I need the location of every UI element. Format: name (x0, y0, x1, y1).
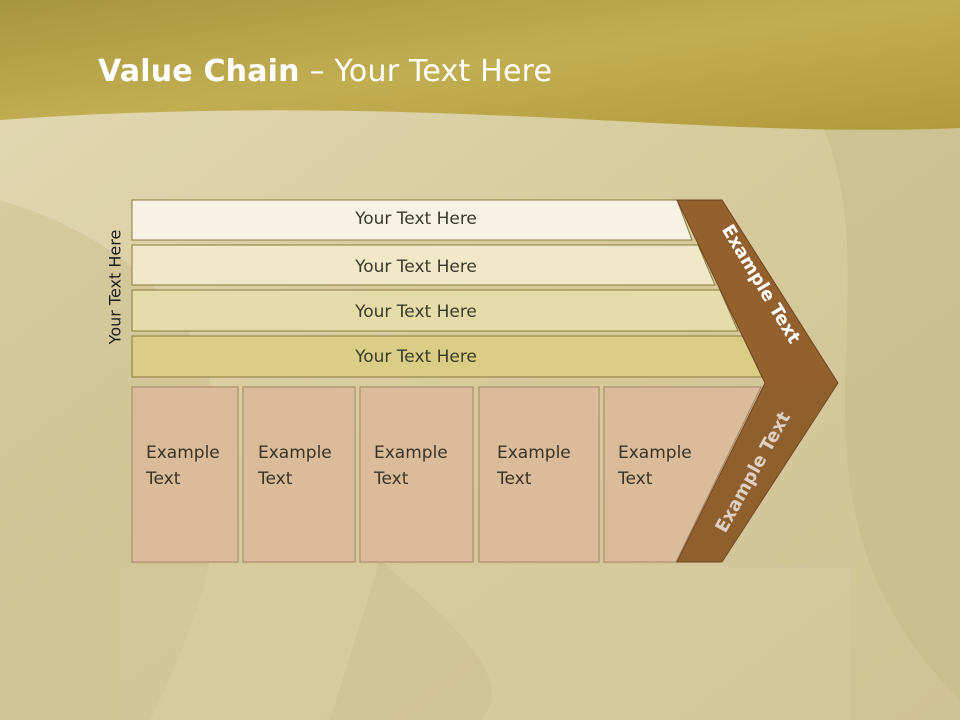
reflection-box-1-line1: Example (146, 443, 220, 463)
row-2-shape (131, 244, 716, 286)
reflection-box-2-line2: Text (257, 469, 293, 489)
diagram-reflection: Example Text Example Text Example Text E… (132, 383, 838, 562)
reflection-box-3 (360, 387, 473, 562)
reflection-box-3-line1: Example (374, 443, 448, 463)
reflection-box-2 (243, 387, 355, 562)
page-title: Value Chain – Your Text Here (98, 54, 552, 89)
box-3-line1: Example (374, 443, 448, 463)
reflection-box-5-line1: Example (618, 443, 692, 463)
row-3-shape (131, 289, 739, 332)
chevron-shape (676, 199, 839, 563)
reflection-box-5-line2: Text (617, 469, 653, 489)
row-1-label: Your Text Here (354, 209, 477, 229)
box-2-line2: Text (257, 469, 293, 489)
box-1-shape (131, 386, 239, 563)
box-4-line2: Text (496, 469, 532, 489)
reflection-fade (120, 566, 850, 720)
reflection-box-4-line2: Text (496, 469, 532, 489)
box-3: Example Text (359, 386, 474, 563)
reflection-box-1 (132, 387, 238, 562)
box-4-shape (478, 386, 600, 563)
reflection-box-5 (604, 387, 761, 562)
box-1-line1: Example (146, 443, 220, 463)
box-1: Example Text (131, 386, 239, 563)
row-4: Your Text Here (131, 335, 763, 378)
row-2-label: Your Text Here (354, 257, 477, 277)
box-3-shape (359, 386, 474, 563)
row-3-label: Your Text Here (354, 302, 477, 322)
title-rest: – Your Text Here (299, 54, 553, 89)
row-1-shape (131, 199, 693, 241)
reflection-box-4-line1: Example (497, 443, 571, 463)
reflection-box-3-line2: Text (373, 469, 409, 489)
box-4-line1: Example (497, 443, 571, 463)
box-5-line1: Example (618, 443, 692, 463)
row-2: Your Text Here (131, 244, 716, 286)
box-2-line1: Example (258, 443, 332, 463)
box-4: Example Text (478, 386, 600, 563)
box-5-shape (603, 386, 762, 563)
row-3: Your Text Here (131, 289, 739, 332)
box-5-line2: Text (617, 469, 653, 489)
title-bold: Value Chain (98, 54, 300, 89)
row-1: Your Text Here (131, 199, 693, 241)
box-5: Example Text (603, 386, 762, 563)
box-2: Example Text (242, 386, 356, 563)
reflection-box-1-line2: Text (145, 469, 181, 489)
reflection-chevron (677, 383, 838, 562)
box-2-shape (242, 386, 356, 563)
box-1-line2: Text (145, 469, 181, 489)
row-4-label: Your Text Here (354, 347, 477, 367)
box-3-line2: Text (373, 469, 409, 489)
reflection-box-2-line1: Example (258, 443, 332, 463)
reflection-box-4 (479, 387, 599, 562)
